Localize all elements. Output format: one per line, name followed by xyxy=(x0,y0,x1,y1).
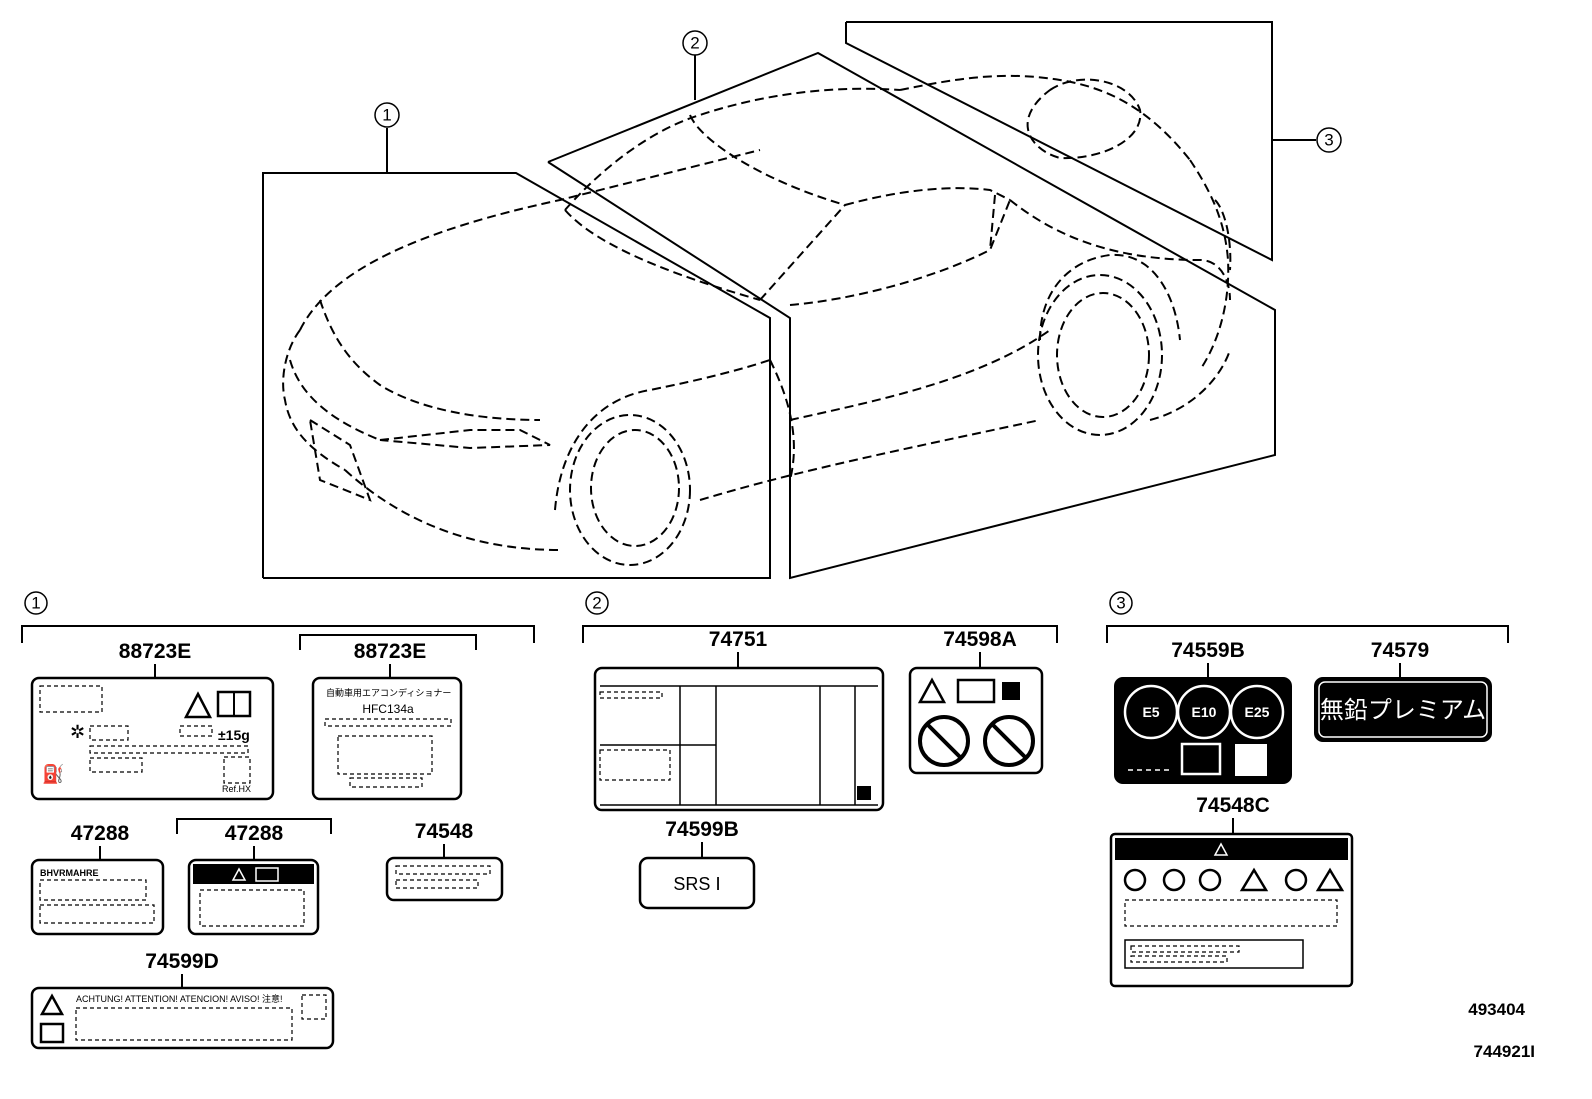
part-74548C: 74548C xyxy=(1109,794,1354,988)
part-74598A: 74598A xyxy=(908,628,1044,775)
l47288-heading: BHVRMAHRE xyxy=(40,868,99,878)
zone-1-frame xyxy=(262,172,771,579)
zone-2-frame xyxy=(547,51,1276,580)
black-header-band xyxy=(193,864,314,884)
no-children-icon xyxy=(1198,868,1222,892)
part-47288-b: 47288 xyxy=(176,818,332,936)
part-number: 74548 xyxy=(415,820,474,843)
ac-charge-text: ±15g xyxy=(218,727,250,743)
part-74599B: 74599B SRS Ⅰ xyxy=(638,818,756,910)
warning-triangle-icon xyxy=(183,691,213,719)
section-2-header: 2 xyxy=(582,591,1058,643)
part-number: 74579 xyxy=(1371,639,1429,662)
part-74579: 74579 無鉛プレミアム xyxy=(1314,639,1492,742)
part-74599D: 74599D ACHTUNG! ATTENTION! ATENCION! AVI… xyxy=(30,950,335,1050)
fuel-e5-text: E5 xyxy=(1142,704,1159,720)
manual-book-icon xyxy=(956,678,996,704)
callout-3: 3 xyxy=(1272,127,1342,153)
black-header-band xyxy=(1115,838,1348,860)
manual-book-icon xyxy=(39,1022,65,1044)
part-number: 88723E xyxy=(119,640,191,663)
part-74559B: 74559B E5 E10 E25 xyxy=(1114,639,1292,784)
section-1-number: 1 xyxy=(31,594,40,613)
warning-triangle-icon xyxy=(1213,842,1229,856)
unleaded-premium-text: 無鉛プレミアム xyxy=(1320,696,1486,724)
fuel-e25-text: E25 xyxy=(1245,704,1270,720)
callout-1: 1 xyxy=(374,102,400,173)
ac-jp-title: 自動車用エアコンディショナー xyxy=(326,687,451,698)
part-number: 74751 xyxy=(709,628,768,651)
part-74548: 74548 xyxy=(385,820,504,902)
callout-2-number: 2 xyxy=(690,34,699,53)
car-outline xyxy=(282,74,1232,566)
part-number: 74559B xyxy=(1171,639,1245,662)
section-3-header: 3 xyxy=(1106,591,1509,643)
part-number: 88723E xyxy=(354,640,426,663)
manual-book-icon xyxy=(255,867,279,882)
part-number: 47288 xyxy=(225,822,284,845)
callout-2: 2 xyxy=(682,30,708,100)
warning-triangle-icon xyxy=(39,993,65,1016)
ac-unit-icon: ✲ xyxy=(70,722,85,743)
callout-1-number: 1 xyxy=(382,106,391,125)
part-number: 74599B xyxy=(665,818,739,841)
part-number: 47288 xyxy=(71,822,130,845)
l74599D-warning: ACHTUNG! ATTENTION! ATENCION! AVISO! 注意! xyxy=(76,993,283,1004)
black-square-marker xyxy=(857,786,871,800)
section-1-header: 1 xyxy=(21,591,535,643)
srs-label-text: SRS Ⅰ xyxy=(673,874,720,894)
part-88723E-b: 88723E 自動車用エアコンディショナー HFC134a xyxy=(299,634,477,801)
part-74751: 74751 xyxy=(593,628,885,812)
oil-can-icon: ⛽ xyxy=(42,763,64,785)
read-manual-icon xyxy=(1284,868,1308,892)
zone-3-frame xyxy=(845,21,1273,262)
warning-triangle-icon xyxy=(917,677,947,704)
callout-3-number: 3 xyxy=(1324,131,1333,150)
part-number: 74548C xyxy=(1196,794,1270,817)
fuel-e10-text: E10 xyxy=(1192,704,1217,720)
reference-code-a: 493404 xyxy=(1468,1000,1525,1019)
explosive-gas-icon xyxy=(1239,867,1269,892)
part-47288-a: 47288 BHVRMAHRE xyxy=(30,822,165,936)
eye-protection-icon xyxy=(1162,868,1186,892)
white-square-marker xyxy=(1235,744,1267,776)
warning-triangle-icon xyxy=(231,867,247,881)
part-number: 74599D xyxy=(145,950,219,973)
no-smoking-icon xyxy=(1123,868,1147,892)
black-square-marker xyxy=(1002,682,1020,700)
part-88723E-a: 88723E ✲ ±15g ⛽ Ref.HX xyxy=(30,640,275,801)
ac-code-text: Ref.HX xyxy=(222,784,251,794)
section-2-number: 2 xyxy=(592,594,601,613)
refrigerant-text: HFC134a xyxy=(362,702,414,716)
no-child-seat-icon xyxy=(918,715,970,767)
inner-box xyxy=(1124,939,1304,969)
manual-book-icon xyxy=(1180,742,1222,776)
part-number: 74598A xyxy=(943,628,1017,651)
acid-warning-icon xyxy=(1315,867,1345,892)
fuel-e25-badge xyxy=(1229,684,1285,740)
reference-code-b: 744921I xyxy=(1474,1042,1535,1061)
section-3-number: 3 xyxy=(1116,594,1125,613)
no-rear-child-seat-icon xyxy=(983,715,1035,767)
